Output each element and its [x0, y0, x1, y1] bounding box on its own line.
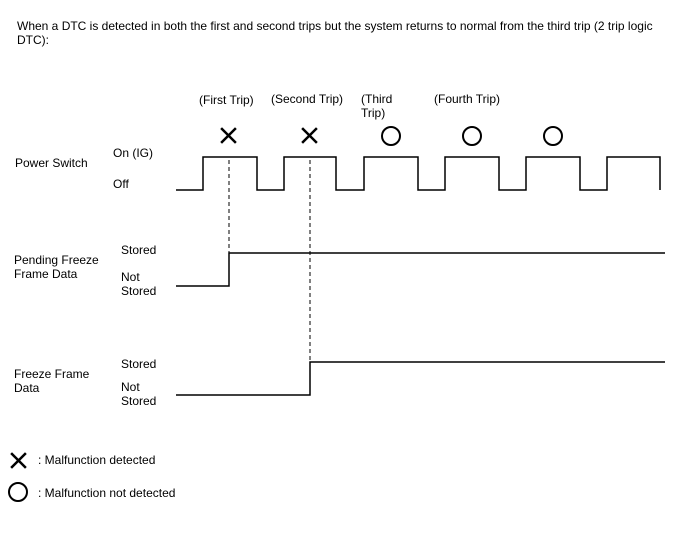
fifth-trip-circle-icon — [543, 126, 563, 146]
pending-freeze-label-line2: Frame Data — [14, 267, 78, 281]
freeze-frame-signal — [176, 361, 665, 396]
pending-freeze-signal — [176, 252, 665, 287]
pending-freeze-label-line1: Pending Freeze — [14, 253, 99, 267]
label-second-trip: (Second Trip) — [271, 92, 344, 106]
legend-cross-icon — [10, 452, 27, 469]
label-first-trip: (First Trip) — [199, 93, 254, 107]
label-fourth-trip: (Fourth Trip) — [434, 92, 501, 106]
power-switch-off-label: Off — [113, 177, 129, 191]
freeze-frame-label-line2: Data — [14, 381, 40, 395]
freeze-frame-not-stored-label: Stored — [121, 394, 157, 408]
fourth-trip-circle-icon — [462, 126, 482, 146]
power-switch-label: Power Switch — [15, 156, 88, 170]
freeze-frame-label-line1: Freeze Frame — [14, 367, 90, 381]
legend-circle-text: : Malfunction not detected — [38, 486, 176, 500]
pending-freeze-stored-label: Stored — [121, 243, 157, 257]
pending-freeze-not-stored-label: Stored — [121, 284, 157, 298]
label-third-trip-line2: Trip) — [361, 106, 386, 120]
power-switch-signal — [176, 156, 661, 191]
label-third-trip-line1: (Third — [361, 92, 393, 106]
legend-cross-text: : Malfunction detected — [38, 453, 156, 467]
caption: When a DTC is detected in both the first… — [17, 19, 653, 47]
legend-circle-icon — [8, 482, 28, 502]
first-trip-cross-icon — [220, 127, 237, 144]
second-trip-cross-icon — [301, 127, 318, 144]
power-switch-on-label: On (IG) — [113, 146, 154, 160]
freeze-frame-not-label: Not — [121, 380, 140, 394]
pending-freeze-not-label: Not — [121, 270, 140, 284]
freeze-frame-stored-label: Stored — [121, 357, 157, 371]
third-trip-circle-icon — [381, 126, 401, 146]
